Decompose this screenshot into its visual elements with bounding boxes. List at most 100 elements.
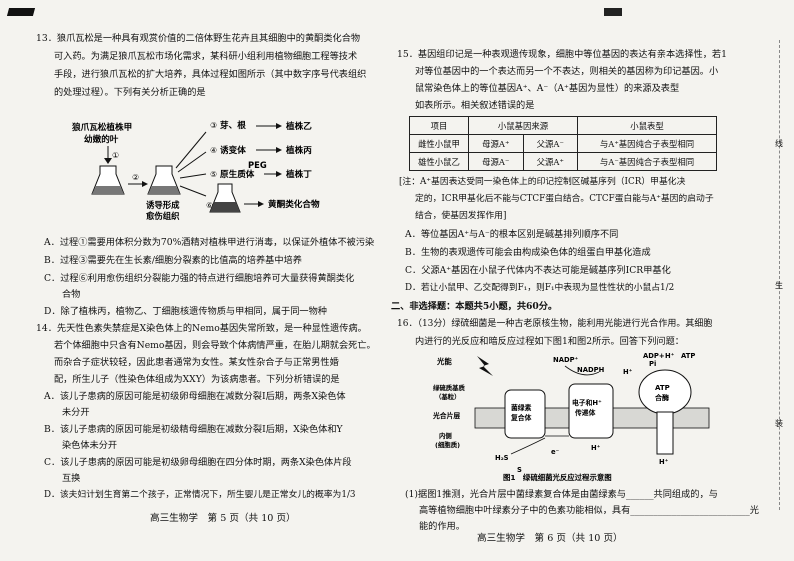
branch-4-label: 诱变体: [220, 144, 246, 156]
et-label-2: 传递体: [574, 408, 596, 417]
q16-sub1-line-3: 能的作用。: [419, 521, 465, 532]
q15-option-c: C．父源A⁺基因在小鼠子代体内不表达可能是碱基序列ICR甲基化: [405, 265, 671, 276]
h-label-top: H⁺: [665, 352, 675, 360]
table-row: 雄性小鼠乙 母源A⁻ 父源A⁺ 与A⁻基因纯合子表型相同: [409, 152, 717, 171]
step-1: ①: [112, 151, 119, 160]
q15-note-3: 结合，使基因发挥作用]: [415, 211, 507, 221]
flask-3-medium: [210, 202, 240, 212]
nadph-label: NADPH: [577, 366, 605, 374]
side-char-mid: 生: [775, 281, 783, 290]
q13-line-1: 13．狼爪瓦松是一种具有观赏价值的二倍体野生花卉且其细胞中的黄酮类化合物: [36, 33, 361, 44]
arrow-6: [179, 185, 207, 197]
q16-figure-1: 光能 绿硫质基质 （基粒） 光合片层 内侧 (细胞质) 菌绿素 复合体 电子和H…: [433, 352, 710, 482]
flask-1-medium: [92, 186, 124, 194]
table-header: 小鼠表型: [577, 116, 717, 135]
side-char-line: 线: [775, 139, 783, 148]
electron-label: e⁻: [551, 448, 560, 456]
step-6: ⑥: [206, 201, 213, 210]
arrow-head-down: [104, 158, 112, 164]
table-header: 项目: [409, 116, 469, 135]
q14-option-b-cont: 染色体未分开: [62, 440, 118, 451]
q13-line-2: 可入药。为满足狼爪瓦松市场化需求，某科研小组利用植物细胞工程等技术: [54, 51, 358, 62]
h2s-arrow: [510, 437, 546, 455]
nadp-arrow: [564, 365, 600, 376]
q15-option-a: A．等位基因A⁺与A⁻的根本区别是碱基排列顺序不同: [405, 229, 619, 240]
q13-option-d: D．除了植株丙，植物乙、丁细胞核遗传物质与甲相同，属于同一物种: [44, 306, 327, 317]
q15-line-4: 如表所示。相关叙述错误的是: [415, 100, 535, 111]
callus-label-2: 愈伤组织: [145, 211, 180, 221]
fig-membrane: 光合片层: [433, 411, 460, 420]
rc-label-2: 复合体: [510, 413, 532, 422]
arrow-to-d-head: [276, 171, 282, 177]
q13-option-c-cont: 合物: [62, 289, 81, 300]
atp-label-2: 合酶: [654, 393, 669, 402]
atp-synthase-stalk: [656, 411, 674, 455]
q14-line-2: 若个体细胞中只含有Nemo基因，则会导致个体病情严重，在胎儿期就会死亡。: [54, 340, 376, 351]
h-label-mid: H⁺: [623, 368, 633, 376]
fig-light: 光能: [436, 357, 452, 366]
q13-line-4: 的处理过程）。下列有关分析正确的是: [54, 87, 206, 98]
q15-line-1: 15．基因组印记是一种表观遗传现象，细胞中等位基因的表达有亲本选择性，若1: [397, 49, 727, 60]
step-2: ②: [132, 173, 139, 182]
flask-2-medium: [148, 186, 180, 194]
adp-label: ADP+: [643, 352, 665, 360]
fig-chlorosome-2: （基粒）: [435, 392, 461, 401]
product-label: 黄酮类化合物: [268, 198, 320, 210]
plant-b: 植株乙: [285, 120, 312, 132]
q14-line-4: 配，所生儿子（性染色体组成为XXY）为该病患者。下列分析错误的是: [54, 374, 340, 385]
table-cell: 雌性小鼠甲: [409, 134, 469, 153]
q14-option-a: A．该儿子患病的原因可能是初级卵母细胞在减数分裂Ⅰ后期，两条X染色体: [44, 391, 346, 402]
arrow-3: [175, 131, 207, 169]
step-3: ③: [210, 121, 217, 130]
q14-option-a-cont: 未分开: [62, 407, 90, 418]
table-cell: 与A⁻基因纯合子表型相同: [577, 152, 717, 171]
page-6-footer: 高三生物学 第 6 页（共 10 页）: [477, 533, 623, 544]
atp-label-1: ATP: [655, 384, 670, 392]
table-header: 小鼠基因来源: [468, 116, 578, 135]
diagram-source: 狼爪瓦松植株甲: [72, 121, 132, 133]
arrow-5: [179, 173, 207, 179]
table-cell: 雄性小鼠乙: [409, 152, 469, 171]
et-label-1: 电子和H⁺: [572, 398, 602, 407]
table-cell: 母源A⁺: [468, 134, 524, 153]
q14-option-c: C．该儿子患病的原因可能是初级卵母细胞在四分体时期，两条X染色体片段: [44, 457, 352, 468]
q14-line-3: 而杂合子症状较轻，因此患者通常为女性。某女性杂合子与正常男性婚: [54, 357, 339, 368]
peg-label: PEG: [248, 160, 267, 170]
h2s-label: H₂S: [495, 454, 509, 462]
rc-label-1: 菌绿素: [511, 403, 532, 412]
q14-option-c-cont: 互换: [62, 473, 81, 484]
page-5-footer: 高三生物学 第 5 页（共 10 页）: [150, 513, 296, 524]
corner-mark-right: [604, 8, 622, 16]
table-cell: 父源A⁺: [522, 152, 578, 171]
q16-sub1-line-2: 高等植物细胞中叶绿素分子中的色素功能相似，具有_________________…: [419, 505, 759, 516]
page-6: 15．基因组印记是一种表观遗传现象，细胞中等位基因的表达有亲本选择性，若1 对等…: [391, 0, 794, 561]
page-5: 13．狼爪瓦松是一种具有观赏价值的二倍体野生花卉且其细胞中的黄酮类化合物 可入药…: [36, 33, 376, 524]
q13-culture-diagram: 狼爪瓦松植株甲 幼嫩的叶 ① ② 诱导形成 愈伤组织 ③ 芽、根 ④ 诱变体 ⑤…: [72, 119, 320, 221]
q15-option-d: D．若让小鼠甲、乙交配得到F₁，则F₁中表现为显性性状的小鼠占1/2: [405, 283, 675, 293]
q13-option-a: A．过程①需要用体积分数为70%酒精对植株甲进行消毒，以保证外植体不被污染: [44, 237, 375, 248]
plant-d: 植株丁: [285, 168, 312, 180]
q13-option-b: B．过程③需要先在生长素/细胞分裂素的比值高的培养基中培养: [44, 255, 302, 266]
plant-c: 植株丙: [285, 144, 312, 156]
pi-label: Pi: [649, 360, 656, 368]
branch-5-label: 原生质体: [220, 168, 255, 180]
table-row: 雌性小鼠甲 母源A⁺ 父源A⁻ 与A⁺基因纯合子表型相同: [409, 134, 717, 153]
arrow-4: [177, 151, 207, 173]
q15-note-1: [注：A⁺基因表达受同一染色体上的印记控制区碱基序列（ICR）甲基化决: [399, 177, 686, 187]
q13-line-3: 手段，进行狼爪瓦松的扩大培养，具体过程如图所示（其中数字序号代表组织: [54, 69, 367, 80]
q13-option-c: C．过程⑥利用愈伤组织分裂能力强的特点进行细胞培养可大量获得黄酮类化: [44, 273, 355, 284]
electron-transport-box: [568, 383, 614, 439]
q16-sub1-line-1: (1)据图1推测，光合片层中菌绿素复合体是由菌绿素与______共同组成的，与: [405, 489, 718, 500]
side-char-bind: 装: [775, 419, 783, 428]
table-cell: 母源A⁻: [468, 152, 524, 171]
q14-line-1: 14．先天性色素失禁症是X染色体上的Nemo基因失常所致，是一种显性遗传病。: [36, 323, 367, 334]
arrow-2-head: [142, 181, 148, 187]
q15-note-2: 定的，ICR甲基化后不能与CTCF蛋白结合。CTCF蛋白能与A⁺基因的启动子: [415, 194, 714, 204]
step-5: ⑤: [210, 170, 217, 179]
h-label-low: H⁺: [591, 444, 601, 452]
arrow-to-product-head: [258, 201, 264, 207]
q16-line-1: 16．（13分）绿硫细菌是一种古老原核生物，能利用光能进行光合作用。其细胞: [397, 319, 713, 329]
callus-label-1: 诱导形成: [146, 200, 180, 210]
q15-option-b: B．生物的表观遗传可能会由构成染色体的组蛋白甲基化造成: [405, 247, 651, 258]
q15-line-2: 对等位基因中的一个表达而另一个不表达，则相关的基因称为印记基因。小: [415, 66, 719, 77]
